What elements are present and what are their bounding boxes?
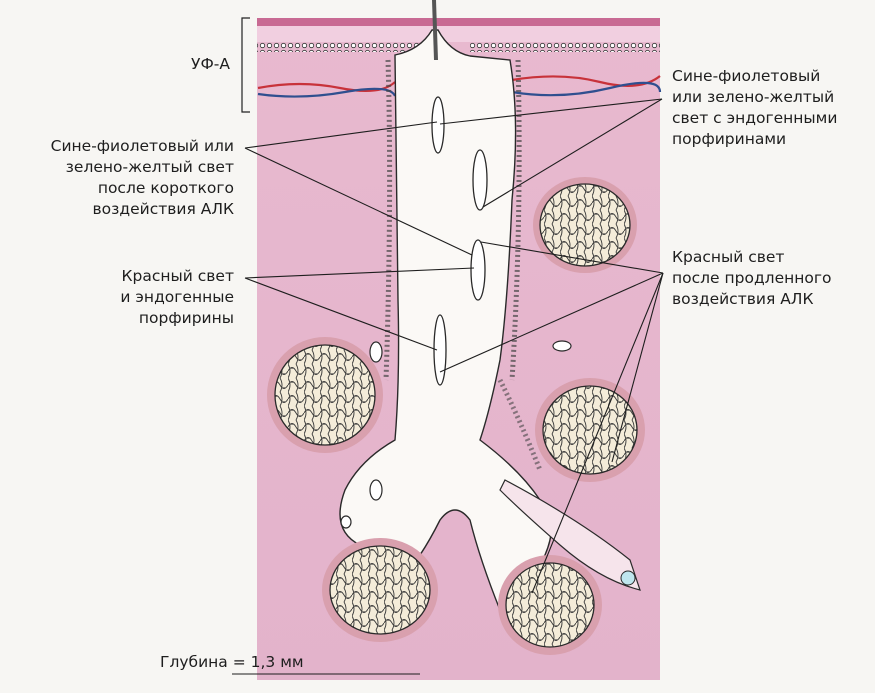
label-depth-scale: Глубина = 1,3 мм xyxy=(160,652,340,673)
lumen-mid xyxy=(473,150,487,210)
sebaceous-gland-bottom-left xyxy=(322,538,438,642)
label-blue-violet-short-ala: Сине-фиолетовый или зелено-желтый свет п… xyxy=(2,136,234,220)
lumen-upper xyxy=(432,97,444,153)
sebaceous-gland-mid-right xyxy=(535,378,645,482)
sebaceous-gland-left xyxy=(267,337,383,453)
epidermis-surface xyxy=(257,18,660,26)
label-uva: УФ-А xyxy=(150,54,230,75)
sebaceous-gland-bottom-right xyxy=(498,555,602,655)
label-red-endogenous: Красный свет и эндогенные порфирины xyxy=(40,266,234,329)
uva-bracket xyxy=(242,18,250,112)
label-blue-violet-endogenous: Сине-фиолетовый или зелено-желтый свет с… xyxy=(672,66,872,150)
label-red-prolonged-ala: Красный свет после продленного воздейств… xyxy=(672,247,872,310)
lumen-central xyxy=(471,240,485,300)
sebaceous-gland-upper-right xyxy=(533,177,637,273)
